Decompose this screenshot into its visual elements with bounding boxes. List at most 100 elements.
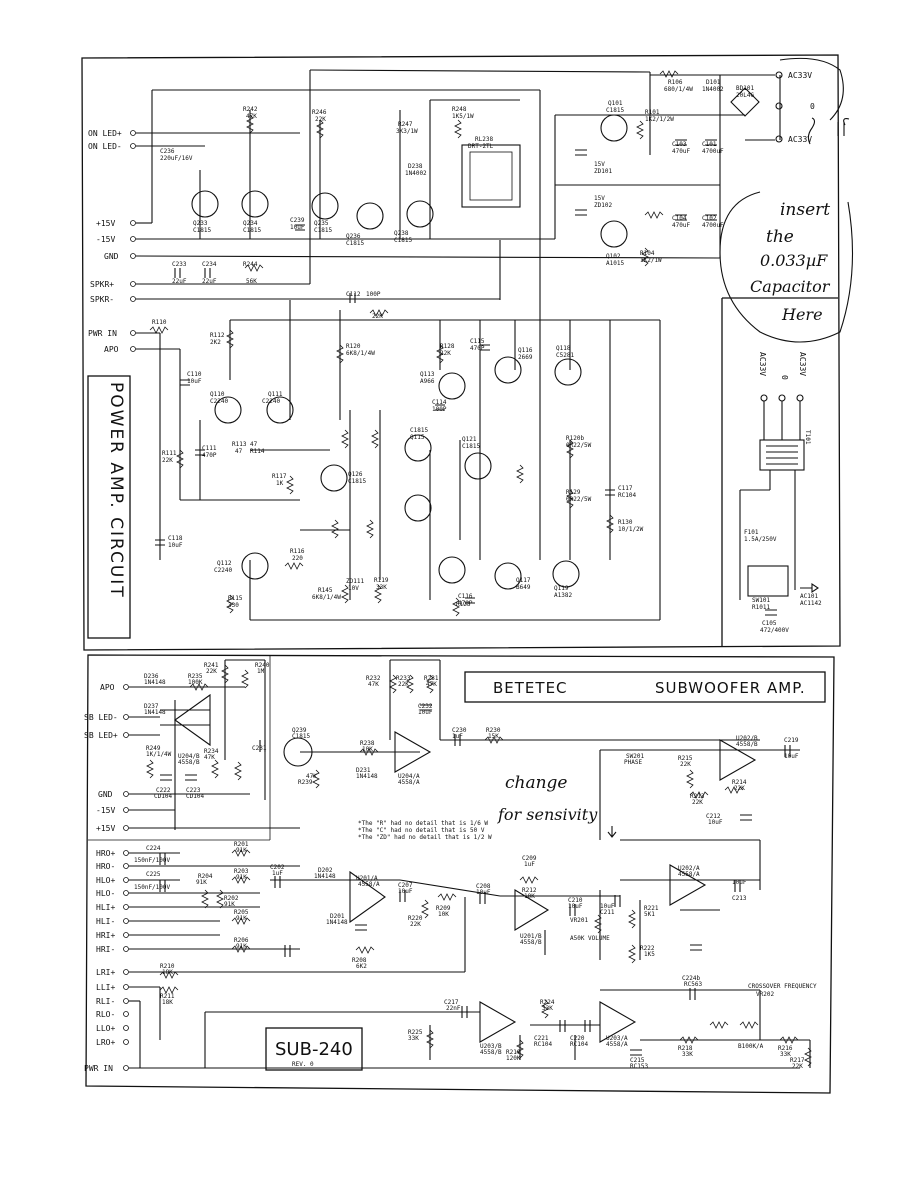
svg-text:6K8/1/4W: 6K8/1/4W	[312, 594, 341, 601]
connector-label: +15V	[96, 824, 115, 833]
svg-text:1.5A/250V: 1.5A/250V	[744, 536, 777, 543]
svg-text:R130: R130	[618, 519, 633, 526]
svg-text:R249: R249	[146, 745, 161, 752]
svg-text:10K: 10K	[362, 746, 373, 753]
connector-label: HLI+	[96, 903, 115, 912]
svg-text:C1815: C1815	[346, 240, 364, 247]
svg-text:C110: C110	[187, 371, 202, 378]
ac-label: AC33V	[758, 352, 767, 376]
svg-text:C102: C102	[702, 215, 717, 222]
svg-text:91K: 91K	[236, 915, 247, 922]
svg-text:47: 47	[235, 448, 243, 455]
svg-text:R202: R202	[224, 895, 239, 902]
svg-text:Q126: Q126	[348, 471, 363, 478]
svg-text:A966: A966	[420, 378, 435, 385]
svg-text:R232: R232	[366, 675, 381, 682]
svg-text:R111: R111	[162, 450, 177, 457]
svg-text:R247: R247	[398, 121, 413, 128]
connector-label: HLO+	[96, 876, 115, 885]
svg-text:0R22/5W: 0R22/5W	[566, 442, 592, 449]
svg-text:C233: C233	[172, 261, 187, 268]
svg-text:47K: 47K	[246, 113, 257, 120]
svg-text:C1815: C1815	[243, 227, 261, 234]
connector-label: HLO-	[96, 889, 115, 898]
svg-text:R210: R210	[160, 963, 175, 970]
svg-text:U203/A: U203/A	[606, 1035, 628, 1042]
svg-text:C209: C209	[522, 855, 537, 862]
connector-label: LLO+	[96, 1024, 115, 1033]
svg-text:150nF/100V: 150nF/100V	[134, 884, 171, 891]
svg-text:CD104: CD104	[154, 793, 172, 800]
connector-label: APO	[104, 345, 119, 354]
svg-text:AC101: AC101	[800, 593, 818, 600]
svg-text:R233: R233	[396, 675, 411, 682]
svg-text:C236: C236	[160, 148, 175, 155]
svg-text:D236: D236	[144, 673, 159, 680]
svg-text:Q233: Q233	[193, 220, 208, 227]
svg-text:22K: 22K	[410, 921, 421, 928]
insert-note-line: 0.033µF	[760, 251, 828, 270]
connector-label: HRO-	[96, 862, 115, 871]
note-line: *The "R" had no detail that is 1/6 W	[358, 820, 488, 827]
svg-text:4558/A: 4558/A	[678, 871, 700, 878]
connector-label: PWR IN	[84, 1064, 113, 1073]
svg-text:C1815: C1815	[606, 107, 624, 114]
svg-text:33K: 33K	[542, 1005, 553, 1012]
svg-text:R211: R211	[160, 993, 175, 1000]
connector-label: HLI-	[96, 917, 115, 926]
svg-text:R235: R235	[188, 673, 203, 680]
svg-text:R217: R217	[790, 1057, 805, 1064]
svg-text:470P: 470P	[458, 600, 473, 607]
svg-text:220: 220	[292, 555, 303, 562]
svg-text:4558/B: 4558/B	[178, 759, 200, 766]
svg-text:Q234: Q234	[243, 220, 258, 227]
connector-label: HRO+	[96, 849, 115, 858]
svg-text:R128: R128	[440, 343, 455, 350]
svg-text:C221: C221	[534, 1035, 549, 1042]
svg-text:R106: R106	[668, 79, 683, 86]
svg-text:47K: 47K	[426, 681, 437, 688]
svg-text:U202/B: U202/B	[736, 735, 758, 742]
svg-text:C1815: C1815	[314, 227, 332, 234]
svg-text:C208: C208	[476, 883, 491, 890]
svg-text:VR202: VR202	[756, 991, 774, 998]
svg-text:C213: C213	[732, 895, 747, 902]
svg-text:R225: R225	[408, 1029, 423, 1036]
svg-text:R206: R206	[234, 937, 249, 944]
connector-label: SB LED+	[84, 731, 118, 740]
svg-text:91K: 91K	[236, 874, 247, 881]
svg-text:D201: D201	[330, 913, 345, 920]
svg-text:Q119: Q119	[554, 585, 569, 592]
svg-text:91K: 91K	[236, 943, 247, 950]
svg-text:472/400V: 472/400V	[760, 627, 789, 634]
svg-text:R201: R201	[234, 841, 249, 848]
svg-text:R214: R214	[732, 779, 747, 786]
svg-text:22K: 22K	[734, 785, 745, 792]
svg-text:CD104: CD104	[186, 793, 204, 800]
svg-text:18K: 18K	[162, 999, 173, 1006]
model-box	[265, 1027, 363, 1071]
svg-text:D202: D202	[318, 867, 333, 874]
svg-text:C239: C239	[290, 217, 305, 224]
svg-text:470P: 470P	[470, 345, 485, 352]
connector-label: GND	[104, 252, 119, 261]
power-amp-wiring	[135, 69, 781, 621]
svg-text:1uF: 1uF	[452, 733, 463, 740]
svg-text:C2240: C2240	[210, 398, 228, 405]
power-amp-capacitors	[155, 139, 777, 616]
svg-text:C223: C223	[186, 787, 201, 794]
svg-text:1M: 1M	[257, 668, 265, 675]
power-amp-connectors: ON LED+ ON LED- +15V -15V GND SPKR+ SPKR…	[88, 129, 136, 354]
svg-text:U204/A: U204/A	[398, 773, 420, 780]
connector-label: APO	[100, 683, 115, 692]
svg-text:A1015: A1015	[606, 260, 624, 267]
svg-text:R246: R246	[312, 109, 327, 116]
svg-text:330: 330	[228, 602, 239, 609]
svg-text:Q113: Q113	[420, 371, 435, 378]
svg-text:ZD101: ZD101	[594, 168, 612, 175]
svg-text:R221: R221	[644, 905, 659, 912]
svg-text:RC563: RC563	[684, 981, 702, 988]
svg-text:C225: C225	[146, 871, 161, 878]
svg-text:22nF: 22nF	[446, 1005, 461, 1012]
svg-text:R219: R219	[506, 1049, 521, 1056]
